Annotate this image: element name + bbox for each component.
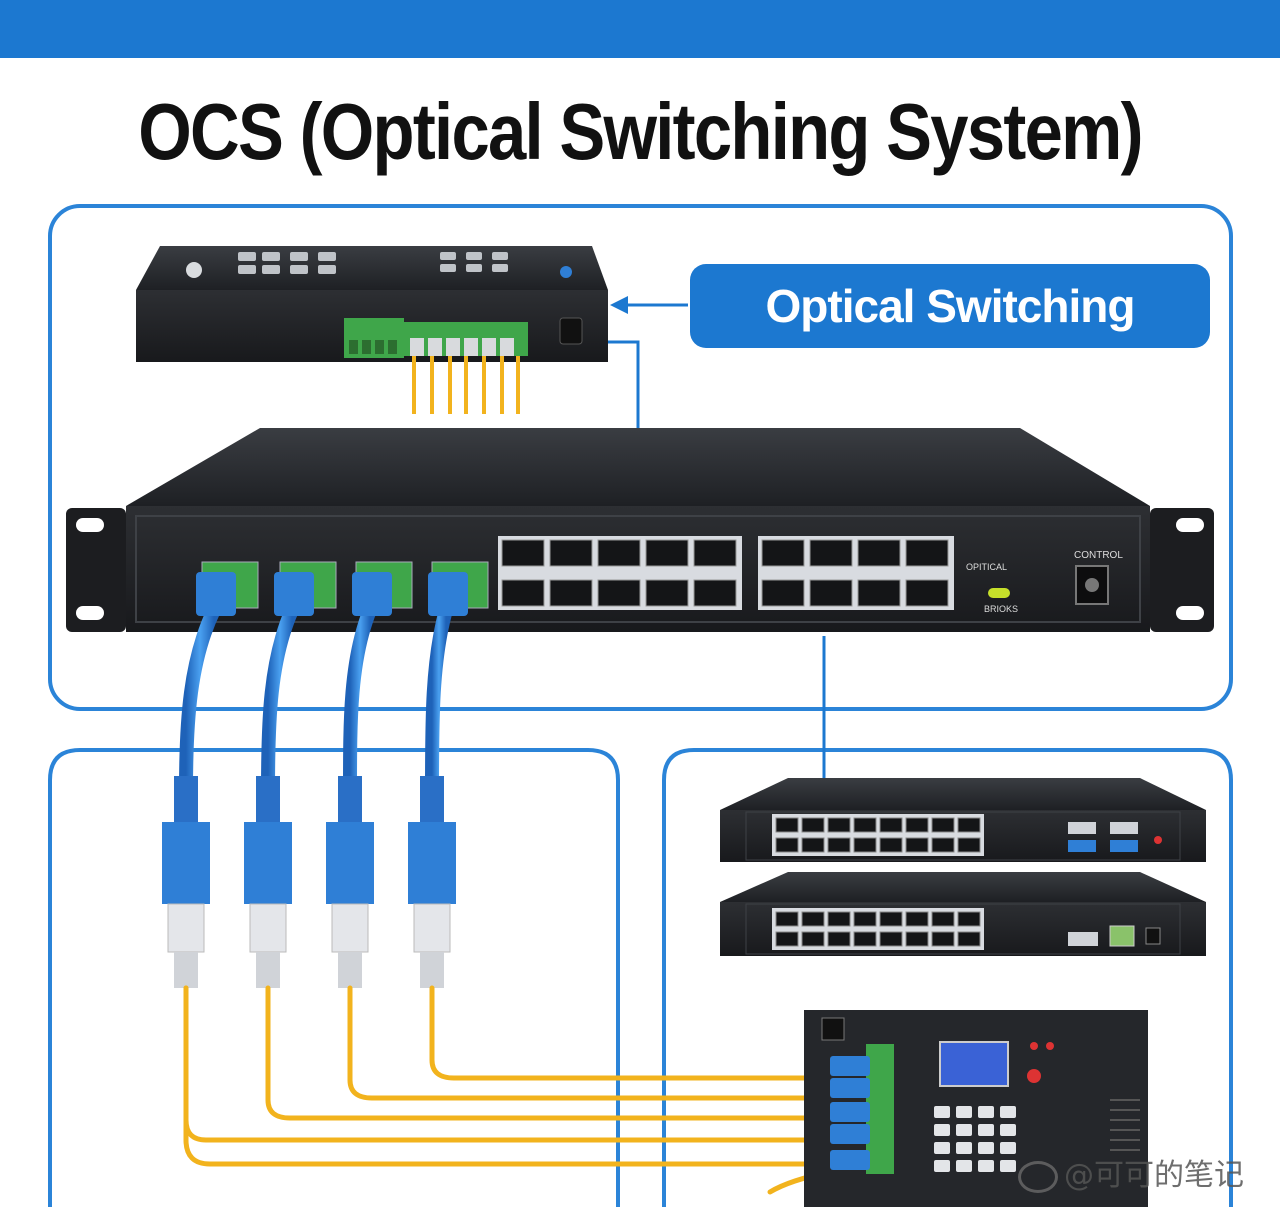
rj45-port [775,931,799,947]
main-rack-switch: CONTROL OPITICAL BRIOKS [66,428,1214,632]
rj45-port [905,931,929,947]
control-label: CONTROL [1074,550,1123,561]
rj45-port [761,579,805,607]
rj45-port [809,579,853,607]
rj45-port [931,837,955,853]
rj45-block-1 [498,536,742,610]
rj45-port [501,539,545,567]
rj45-port [857,539,901,567]
controller-screen [939,1041,1009,1087]
link-line-top [598,340,640,452]
bottom-right-panel-frame [662,748,1233,1207]
callout-arrowhead [610,296,628,314]
rj45-port [957,817,981,833]
rj45-port [853,911,877,927]
rj45-port [879,911,903,927]
rj45-port [801,931,825,947]
rj45-port [775,837,799,853]
rj45-port [801,911,825,927]
rj45-port [809,539,853,567]
edge-switch-1 [720,778,1206,862]
sfp-connectors [196,572,468,616]
rj45-port [957,931,981,947]
rj45-port [645,579,689,607]
connector-white [167,903,205,953]
boot [174,776,198,822]
top-banner [0,0,1280,58]
callout-bg [690,264,1210,348]
boot [256,776,280,822]
rj45-port [501,579,545,607]
hanging-connectors [162,776,456,988]
edge-switch-2 [720,872,1206,956]
controller-box [804,1010,1148,1207]
blue-patch-cables [179,603,453,797]
top-panel-frame [48,204,1233,711]
rj45-port [801,817,825,833]
connector-white [413,903,451,953]
rj45-port [879,837,903,853]
rj45-port [801,837,825,853]
rj45-port [827,911,851,927]
boot [420,776,444,822]
rj45-port [549,539,593,567]
rj45-port [905,837,929,853]
connector-blue [244,822,292,904]
rj45-port [957,911,981,927]
rj45-port [549,579,593,607]
rj45-port [931,817,955,833]
connector-boot-grey [338,952,362,988]
connector-blue [162,822,210,904]
status-label-2: BRIOKS [984,604,1018,614]
rj45-port [957,837,981,853]
rj45-port [761,539,805,567]
rj45-port [775,911,799,927]
rj45-port [853,817,877,833]
connector-boot-grey [420,952,444,988]
connector-white [249,903,287,953]
rj45-port [827,931,851,947]
rj45-port [905,539,949,567]
rj45-port [879,817,903,833]
rj45-port [597,539,641,567]
rj45-port [853,931,877,947]
rj45-port [693,579,737,607]
rj45-port [905,579,949,607]
rj45-port [905,817,929,833]
yellow-fibers [183,985,833,1195]
connector-blue [408,822,456,904]
rj45-port [775,817,799,833]
watermark-text: @可可的笔记 [1064,1158,1244,1193]
connector-white [331,903,369,953]
connector-boot-grey [174,952,198,988]
rj45-port [879,931,903,947]
rj45-port [931,911,955,927]
keypad-buttons [238,252,508,274]
callout-label: Optical Switching System [765,280,1136,416]
rj45-port [857,579,901,607]
connector-blue [326,822,374,904]
page-title: OCS (Optical Switching System) [138,87,1143,176]
rj45-port [853,837,877,853]
fiber-pigtails [412,356,520,414]
weibo-logo-icon [1018,1160,1058,1193]
rj45-block-2 [758,536,954,610]
watermark: @可可的笔记 [1018,1156,1273,1196]
rj45-port [693,539,737,567]
status-label: OPITICAL [966,562,1007,572]
ocs-small-device [136,246,608,414]
rj45-port [931,931,955,947]
rj45-port [905,911,929,927]
rj45-port [645,539,689,567]
rj45-port [597,579,641,607]
bottom-left-panel-frame [48,748,620,1207]
rj45-port [827,817,851,833]
connector-boot-grey [256,952,280,988]
rj45-port [827,837,851,853]
boot [338,776,362,822]
